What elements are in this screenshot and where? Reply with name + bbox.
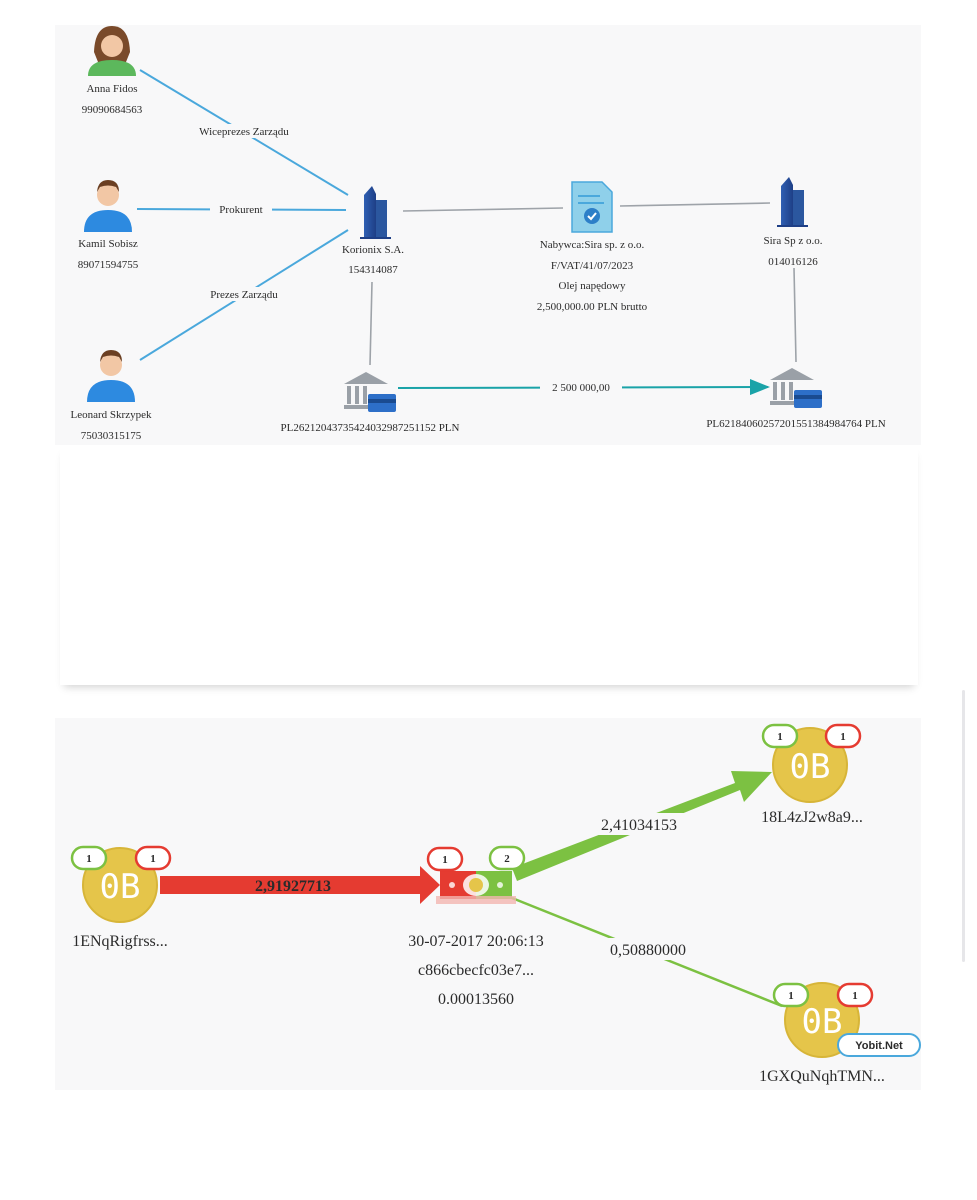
office-building-icon — [360, 186, 391, 239]
wallet-out-count: 1 — [852, 990, 858, 1002]
person-node-anna[interactable]: Anna Fidos 99090684563 — [82, 26, 143, 116]
edge-korionix-bank-a[interactable] — [369, 281, 373, 366]
invoice-node[interactable]: Nabywca:Sira sp. z o.o. F/VAT/41/07/2023… — [537, 181, 648, 313]
invoice-buyer: Nabywca:Sira sp. z o.o. — [540, 239, 645, 251]
person-name: Kamil Sobisz — [78, 238, 138, 250]
female-person-icon — [88, 26, 136, 76]
bank-account-number: PL62184060257201551384984764 PLN — [706, 418, 885, 430]
transaction-hash: c866cbecfc03e7... — [418, 962, 534, 979]
wallet-balance: 0B — [790, 747, 831, 787]
wallet-out-count: 1 — [840, 731, 846, 743]
role-labels: Wiceprezes Zarządu Prokurent Prezes Zarz… — [186, 124, 622, 395]
scrollbar[interactable] — [962, 690, 965, 962]
entity-graph-panel — [55, 25, 921, 445]
person-name: Anna Fidos — [86, 83, 137, 95]
wallet-in-count: 1 — [788, 990, 794, 1002]
transaction-timestamp: 30-07-2017 20:06:13 — [408, 933, 544, 950]
company-node-sira[interactable]: Sira Sp z o.o. 014016126 — [764, 177, 823, 268]
role-label-vice-president: Wiceprezes Zarządu — [199, 126, 289, 138]
output-edge-1[interactable]: 2,41034153 — [512, 771, 772, 881]
edge-sira-bank-b[interactable] — [793, 267, 797, 363]
person-node-leonard[interactable]: Leonard Skrzypek 75030315175 — [71, 350, 152, 442]
person-id: 75030315175 — [81, 430, 142, 442]
cash-icon — [436, 871, 516, 904]
transaction-in-count: 1 — [442, 854, 448, 866]
output-wallet-node-2[interactable]: 0B 1 1 Yobit.Net 1GXQuNqhTMN... — [759, 982, 921, 1085]
bank-icon — [344, 372, 396, 412]
output-edge-2[interactable]: 0,50880000 — [511, 896, 783, 1008]
wallet-in-count: 1 — [777, 731, 783, 743]
company-number: 154314087 — [348, 264, 398, 276]
exchange-tag: Yobit.Net — [855, 1040, 903, 1052]
invoice-amount: 2,500,000.00 PLN brutto — [537, 301, 648, 313]
role-label-president: Prezes Zarządu — [210, 289, 278, 301]
male-person-icon — [87, 350, 135, 402]
wallet-balance: 0B — [802, 1002, 843, 1042]
office-building-icon — [777, 177, 808, 227]
person-node-kamil[interactable]: Kamil Sobisz 89071594755 — [78, 180, 139, 271]
wallet-address: 1ENqRigfrss... — [72, 933, 168, 950]
company-node-korionix[interactable]: Korionix S.A. 154314087 — [342, 186, 404, 276]
bank-account-node-b[interactable]: PL62184060257201551384984764 PLN — [706, 368, 886, 430]
male-person-icon — [84, 180, 132, 232]
wallet-address: 18L4zJ2w8a9... — [761, 809, 863, 826]
edge-invoice-sira[interactable] — [619, 202, 771, 207]
wallet-address: 1GXQuNqhTMN... — [759, 1068, 885, 1085]
person-id: 99090684563 — [82, 104, 143, 116]
output-wallet-node-1[interactable]: 0B 1 1 18L4zJ2w8a9... — [761, 723, 863, 826]
transaction-fee: 0.00013560 — [438, 991, 514, 1008]
bank-icon — [770, 368, 822, 408]
wallet-balance: 0B — [100, 867, 141, 907]
edge-korionix-invoice[interactable] — [402, 207, 564, 212]
company-name: Korionix S.A. — [342, 244, 404, 256]
invoice-product: Olej napędowy — [559, 280, 626, 292]
company-number: 014016126 — [768, 256, 818, 268]
invoice-number: F/VAT/41/07/2023 — [551, 260, 634, 272]
wallet-in-count: 1 — [86, 853, 92, 865]
input-amount-label: 2,91927713 — [255, 878, 331, 895]
bank-account-node-a[interactable]: PL26212043735424032987251152 PLN — [281, 372, 460, 434]
wallet-out-count: 1 — [150, 853, 156, 865]
person-id: 89071594755 — [78, 259, 139, 271]
transaction-out-count: 2 — [504, 853, 510, 865]
source-wallet-node[interactable]: 0B 1 1 1ENqRigfrss... — [70, 845, 172, 950]
transfer-amount-label: 2 500 000,00 — [552, 382, 610, 394]
person-name: Leonard Skrzypek — [71, 409, 152, 421]
transaction-node[interactable]: 1 2 30-07-2017 20:06:13 c866cbecfc03e7..… — [408, 845, 544, 1008]
edges — [136, 69, 797, 396]
bank-account-number: PL26212043735424032987251152 PLN — [281, 422, 460, 434]
invoice-document-icon — [571, 181, 613, 233]
role-label-proxy: Prokurent — [219, 204, 262, 216]
company-name: Sira Sp z o.o. — [764, 235, 823, 247]
output-amount-2-label: 0,50880000 — [610, 942, 686, 959]
blank-card — [60, 445, 918, 685]
output-amount-1-label: 2,41034153 — [601, 817, 677, 834]
input-edge[interactable]: 2,91927713 — [160, 866, 440, 904]
